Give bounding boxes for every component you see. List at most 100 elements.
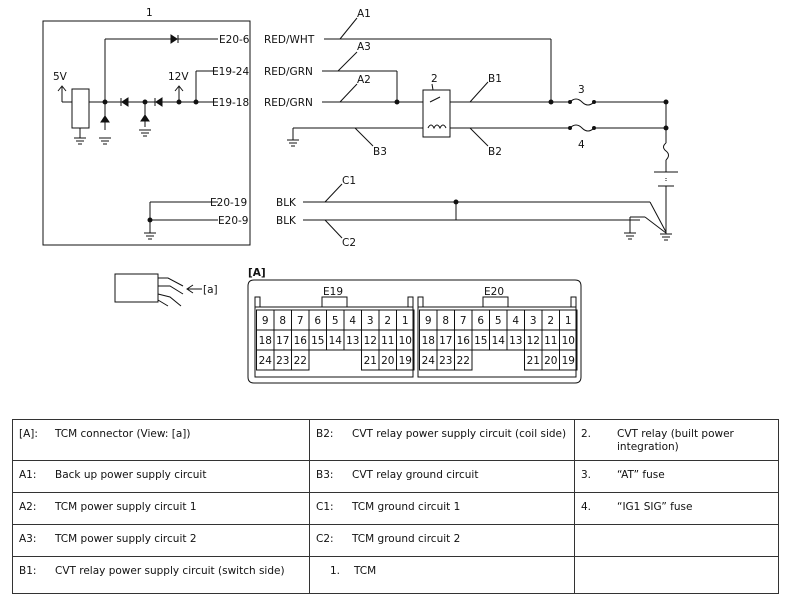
view-ref: [a] [203, 284, 218, 296]
diode-e20-6 [170, 34, 178, 44]
e19-pin-3: 3 [367, 315, 374, 327]
legend-code: A3: [19, 533, 37, 545]
e20-pin-7: 7 [460, 315, 467, 327]
legend-cell: B3:CVT relay ground circuit [309, 460, 575, 493]
e19-title: E19 [323, 286, 343, 298]
label-5v: 5V [53, 71, 68, 83]
e20-pin-13: 13 [509, 335, 522, 347]
e19-pin-cell [291, 349, 310, 371]
legend-cell: [A]:TCM connector (View: [a]) [12, 419, 310, 461]
e20-pin-18: 18 [422, 335, 435, 347]
e19-pin-20: 20 [381, 355, 394, 367]
e19-pin-12: 12 [364, 335, 377, 347]
legend-cell: C2: TCM ground circuit 2 [309, 524, 575, 557]
e20-pin-9: 9 [425, 315, 432, 327]
e19-pin-23: 23 [276, 355, 289, 367]
callout-b2: B2 [488, 146, 502, 158]
zener-1 [100, 115, 110, 123]
e20-pin-22: 22 [457, 355, 470, 367]
conn-e19-24: E19-24 [212, 66, 249, 78]
e20-pin-20: 20 [544, 355, 557, 367]
callout-a2: A2 [357, 74, 371, 86]
e19-pin-1: 1 [402, 315, 409, 327]
legend-code: 3. [581, 469, 592, 481]
e19-pin-17: 17 [276, 335, 289, 347]
label-12v: 12V [168, 71, 189, 83]
legend-code: A1: [19, 469, 37, 481]
e19-pin-10: 10 [399, 335, 412, 347]
e20-title: E20 [484, 286, 504, 298]
e19-pin-5: 5 [332, 315, 339, 327]
legend-cell [574, 524, 779, 557]
legend-cell: A2:TCM power supply circuit 1 [12, 492, 310, 525]
conn-e20-6: E20-6 [219, 34, 250, 46]
e19-pin-14: 14 [329, 335, 343, 347]
legend-cell: 3.“AT” fuse [574, 460, 779, 493]
e19-pin-8: 8 [279, 315, 286, 327]
e20-pin-19: 19 [562, 355, 575, 367]
callout-c2: C2 [342, 237, 356, 249]
legend-cell [574, 556, 779, 594]
e20-pin-6: 6 [477, 315, 484, 327]
legend-row: A3: TCM power supply circuit 2 C2: TCM grou… [12, 524, 779, 557]
e19-pin-19: 19 [399, 355, 412, 367]
diode-1 [121, 97, 129, 107]
e19-pin-6: 6 [314, 315, 321, 327]
legend-code: 2. [581, 428, 592, 440]
e20-pin-16: 16 [457, 335, 471, 347]
legend-code: B3: [316, 469, 334, 481]
legend-row: [A]:TCM connector (View: [a])B2:CVT rela… [12, 419, 779, 461]
callout-b1: B1 [488, 73, 502, 85]
callout-b3: B3 [373, 146, 387, 158]
e20-pin-cell [559, 349, 578, 371]
legend-code: C2: [316, 533, 334, 545]
connector-body-icon [114, 273, 159, 303]
e20-pin-21: 21 [527, 355, 540, 367]
e19-pin-11: 11 [381, 335, 394, 347]
legend-code: 1. [329, 565, 340, 577]
e20-pin-4: 4 [512, 315, 519, 327]
legend-cell: B1: CVT relay power supply circuit (switc… [12, 556, 310, 594]
e20-pin-14: 14 [492, 335, 506, 347]
legend-cell: 4.“IG1 SIG” fuse [574, 492, 779, 525]
wiring-diagram: 1 2 3 4 5V 12V E20-6 E19-24 E19-18 E20-1… [42, 7, 678, 384]
legend-code: A2: [19, 501, 37, 513]
e19-pin-21: 21 [364, 355, 377, 367]
wire-blk-2: BLK [276, 215, 297, 227]
e20-pin-24: 24 [422, 355, 436, 367]
legend-code: 4. [581, 501, 592, 513]
callout-a1: A1 [357, 8, 371, 20]
e19-pin-22: 22 [294, 355, 307, 367]
e19-pin-24: 24 [259, 355, 273, 367]
legend-code: B1: [19, 565, 37, 577]
legend-table: [A]:TCM connector (View: [a])B2:CVT rela… [12, 419, 779, 594]
e19-pin-9: 9 [262, 315, 269, 327]
legend-cell: 2. CVT relay (built power integration) [574, 419, 779, 461]
legend-description: TCM [354, 565, 377, 577]
wire-red-grn-2: RED/GRN [264, 97, 313, 109]
legend-description: CVT relay (built power integration) [617, 428, 734, 453]
connector-view-label: [A] [248, 267, 266, 279]
ground-symbols [74, 129, 672, 241]
conn-e19-18: E19-18 [212, 97, 249, 109]
e20-pin-3: 3 [530, 315, 537, 327]
legend-cell: 1. TCM [309, 556, 575, 594]
legend-description: CVT relay power supply circuit (switch s… [55, 565, 285, 577]
callout-a3: A3 [357, 41, 371, 53]
e20-pin-5: 5 [495, 315, 502, 327]
tcm-label: 1 [146, 7, 153, 19]
fuse-at [569, 98, 595, 106]
legend-description: Back up power supply circuit [55, 469, 207, 481]
legend-description: TCM ground circuit 2 [352, 533, 461, 545]
legend-code: C1: [316, 501, 334, 513]
e20-pin-2: 2 [547, 315, 554, 327]
legend-cell: B2:CVT relay power supply circuit (coil … [309, 419, 575, 461]
wire-red-grn-1: RED/GRN [264, 66, 313, 78]
legend-description: TCM power supply circuit 2 [55, 533, 197, 545]
legend-row: B1: CVT relay power supply circuit (switc… [12, 556, 779, 594]
legend-code: [A]: [19, 428, 38, 440]
e19-pin-18: 18 [259, 335, 272, 347]
zener-2 [140, 114, 150, 122]
e19-pin-cell [396, 349, 415, 371]
